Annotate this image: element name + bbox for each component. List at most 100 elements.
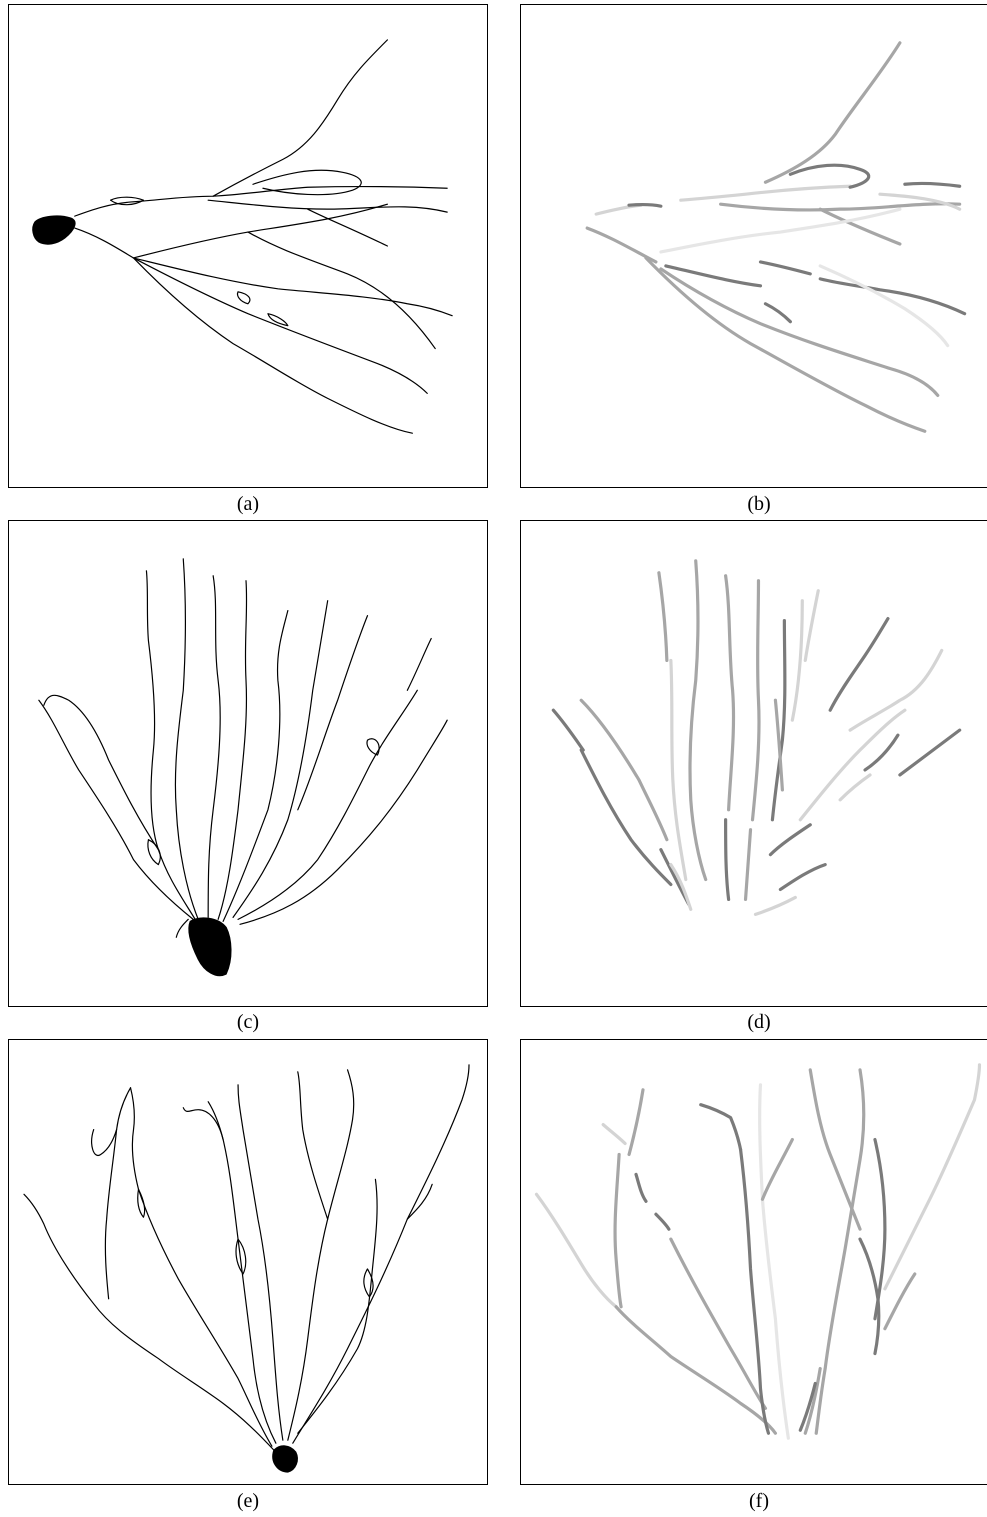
segment-f3: [603, 1125, 625, 1144]
dendrite-e9: [105, 1130, 116, 1299]
segment-d11: [726, 820, 729, 900]
segment-d21: [770, 825, 810, 855]
dendrite-c10: [240, 720, 447, 924]
dendrite-c14: [176, 919, 188, 937]
dendrite-e5: [288, 1070, 354, 1440]
segment-b15: [820, 266, 947, 346]
segment-b3: [681, 186, 850, 200]
dendrite-a7: [75, 204, 388, 258]
segment-d3: [581, 700, 667, 839]
segment-f12: [762, 1140, 792, 1200]
segment-f6: [636, 1174, 646, 1201]
segment-b16: [661, 269, 938, 395]
dendrite-c13: [148, 840, 160, 865]
segment-d6: [659, 573, 667, 661]
segment-b13: [760, 262, 810, 274]
dendrite-c6: [218, 581, 246, 920]
dendrite-a8: [133, 258, 452, 316]
dendrite-a13: [268, 314, 288, 326]
dendrite-e7: [298, 1179, 377, 1433]
dendrite-c5: [208, 576, 220, 918]
dendrite-e14: [236, 1239, 246, 1274]
neuron-tracing-a: [9, 5, 487, 487]
dendrite-c3: [39, 700, 193, 919]
caption-f: (f): [729, 1490, 789, 1512]
dendrite-c1: [146, 571, 198, 925]
dendrite-e12: [407, 1184, 432, 1219]
neuron-tracing-e: [9, 1040, 487, 1484]
segment-f5: [629, 1090, 643, 1155]
segment-f7: [656, 1214, 669, 1229]
panel-c: [8, 520, 488, 1007]
soma-c: [189, 918, 231, 976]
dendrite-a9: [133, 258, 427, 393]
caption-c: (c): [218, 1011, 278, 1033]
segment-f11: [760, 1085, 789, 1438]
dendrite-e2: [131, 1088, 272, 1446]
soma-e: [273, 1446, 298, 1472]
segment-b7: [905, 183, 960, 186]
segment-d8: [690, 561, 706, 880]
dendrite-c9: [238, 690, 417, 919]
segment-b17: [646, 258, 925, 431]
dendrite-e1: [24, 1194, 274, 1450]
segment-d22: [780, 865, 825, 890]
segment-f1: [536, 1194, 616, 1306]
neuron-segments-f: [521, 1040, 987, 1484]
dendrite-e10: [183, 1108, 223, 1140]
soma-a: [33, 216, 75, 244]
segment-b5: [790, 165, 868, 187]
segment-d7: [671, 660, 686, 879]
segment-f9: [701, 1105, 741, 1150]
segment-f2: [616, 1307, 775, 1433]
panel-d: [520, 520, 987, 1007]
dendrite-e8: [92, 1088, 131, 1156]
segment-b1: [596, 205, 641, 214]
segment-d1: [553, 710, 583, 750]
dendrite-a3: [208, 200, 447, 212]
segment-f16: [860, 1239, 879, 1353]
segment-d25: [840, 775, 870, 800]
dendrite-a12: [238, 292, 250, 304]
dendrite-a1: [75, 187, 447, 217]
dendrite-c2: [44, 695, 159, 849]
dendrite-c4: [175, 559, 198, 919]
caption-d: (d): [729, 1011, 789, 1033]
segment-f14: [816, 1070, 864, 1433]
dendrite-a11: [248, 232, 435, 349]
panel-e: [8, 1039, 488, 1485]
segment-d23: [755, 897, 795, 914]
segment-b6: [721, 204, 960, 210]
dendrite-c8: [233, 601, 328, 918]
segment-b4: [765, 43, 899, 182]
segment-b18: [765, 304, 790, 322]
dendrite-a2: [213, 40, 387, 196]
dendrite-e11: [298, 1072, 328, 1219]
segment-f18: [885, 1065, 980, 1289]
neuron-segments-b: [521, 5, 987, 487]
segment-d20: [900, 730, 960, 775]
dendrite-e4: [238, 1085, 283, 1440]
dendrite-e6: [293, 1065, 469, 1443]
neuron-segments-d: [521, 521, 987, 1006]
segment-d16: [830, 619, 888, 711]
panel-a: [8, 4, 488, 488]
segment-b8: [820, 209, 900, 244]
dendrite-a10: [133, 258, 412, 433]
dendrite-e13: [138, 1189, 145, 1217]
segment-f4: [615, 1154, 621, 1306]
segment-d9: [726, 576, 734, 810]
segment-d13: [792, 601, 802, 721]
segment-d12: [746, 830, 751, 900]
segment-b14: [820, 279, 964, 314]
dendrite-c11: [298, 616, 368, 810]
segment-d15: [805, 591, 818, 661]
panel-f: [520, 1039, 987, 1485]
segment-d10: [753, 581, 760, 820]
dendrite-c7: [223, 611, 288, 922]
caption-a: (a): [218, 493, 278, 515]
caption-e: (e): [218, 1490, 278, 1512]
neuron-tracing-c: [9, 521, 487, 1006]
segment-b2: [629, 205, 661, 207]
dendrite-c12: [407, 639, 431, 691]
